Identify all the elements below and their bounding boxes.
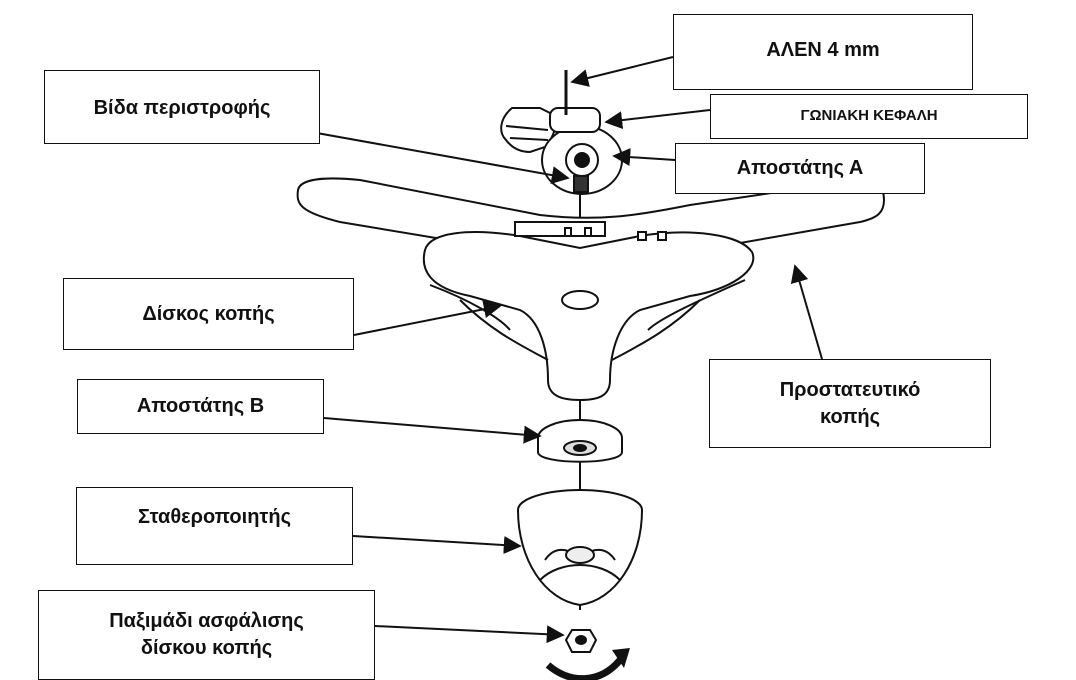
leader-cutting-guard bbox=[790, 264, 823, 360]
stabilizer-part bbox=[517, 489, 643, 607]
allen-key-label: ΑΛΕΝ 4 mm bbox=[673, 14, 973, 90]
leader-stabilizer bbox=[352, 535, 522, 555]
cutting-disc-text: Δίσκος κοπής bbox=[142, 302, 275, 325]
leader-allen bbox=[570, 56, 674, 87]
angle-head-label: ΓΩΝΙΑΚΗ ΚΕΦΑΛΗ bbox=[710, 94, 1028, 139]
spacer-b-text: Αποστάτης Β bbox=[136, 395, 265, 417]
leader-angle-head bbox=[604, 109, 711, 130]
leader-spacer-b bbox=[323, 417, 542, 444]
spacer-b-label: Αποστάτης Β bbox=[77, 379, 324, 434]
leader-spacer-a bbox=[612, 148, 676, 167]
leader-lock-nut bbox=[374, 625, 565, 644]
angle-head-text: ΓΩΝΙΑΚΗ ΚΕΦΑΛΗ bbox=[800, 107, 938, 125]
lock-nut-part bbox=[564, 629, 598, 653]
spacer-b-part bbox=[537, 419, 623, 463]
spacer-a-label: Αποστάτης Α bbox=[675, 143, 925, 194]
rotation-arrow-icon bbox=[545, 648, 630, 680]
lock-nut-text: Παξιμάδι ασφάλισης δίσκου κοπής bbox=[109, 610, 304, 659]
cutting-disc-label: Δίσκος κοπής bbox=[63, 278, 354, 350]
stabilizer-label: Σταθεροποιητής bbox=[76, 487, 353, 565]
rotation-bolt-text: Βίδα περιστροφής bbox=[93, 97, 271, 119]
hand-illustration bbox=[500, 107, 562, 154]
leader-cutting-disc bbox=[353, 300, 502, 336]
rotation-bolt-label: Βίδα περιστροφής bbox=[44, 70, 320, 144]
allen-key-text: ΑΛΕΝ 4 mm bbox=[766, 39, 880, 61]
spacer-a-text: Αποστάτης Α bbox=[736, 157, 864, 179]
cutting-guard-label: Προστατευτικό κοπής bbox=[709, 359, 991, 448]
angle-head-part bbox=[541, 70, 623, 195]
lock-nut-label: Παξιμάδι ασφάλισης δίσκου κοπής bbox=[38, 590, 375, 680]
stabilizer-text: Σταθεροποιητής bbox=[138, 506, 291, 528]
leader-rotation-bolt bbox=[299, 129, 570, 185]
cutting-guard-text: Προστατευτικό κοπής bbox=[779, 378, 921, 428]
cutting-guard-part bbox=[296, 177, 886, 402]
